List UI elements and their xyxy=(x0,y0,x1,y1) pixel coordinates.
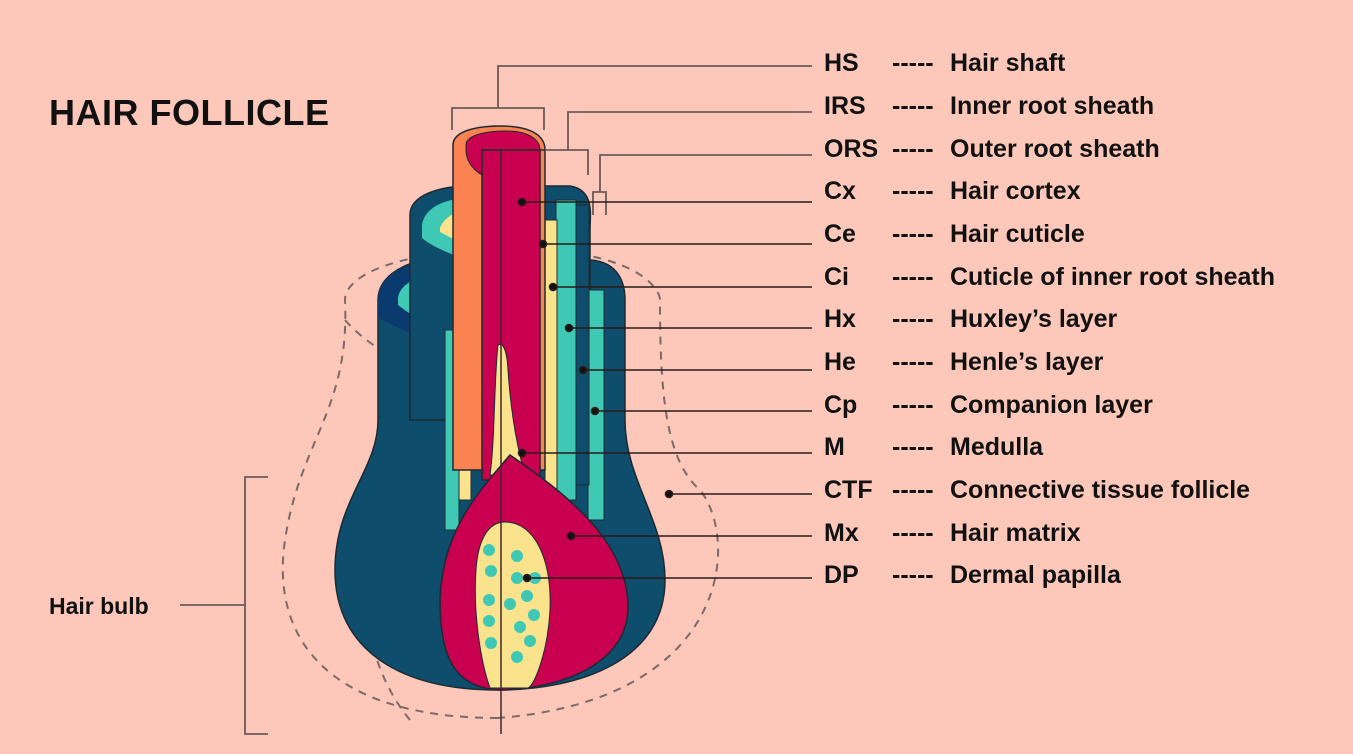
legend-dash: ----- xyxy=(892,348,934,376)
leader-dot-dp xyxy=(522,573,532,583)
legend-abbr: Ci xyxy=(824,263,849,291)
legend-abbr: He xyxy=(824,348,856,376)
hair-shaft-top-cortex xyxy=(465,130,541,176)
legend-abbr: HS xyxy=(824,49,859,77)
legend-dash: ----- xyxy=(892,177,934,205)
legend-abbr: M xyxy=(824,433,845,461)
hair-bulb-bracket xyxy=(180,476,268,735)
diagram-title: HAIR FOLLICLE xyxy=(49,92,330,133)
legend-dash: ----- xyxy=(892,135,934,163)
legend-abbr: DP xyxy=(824,561,859,589)
legend-dash: ----- xyxy=(892,391,934,419)
papilla-cell xyxy=(504,598,516,610)
papilla-cell xyxy=(485,637,497,649)
legend-name: Huxley’s layer xyxy=(950,305,1118,333)
ctf-dashed-outline xyxy=(281,248,720,720)
legend-abbr: ORS xyxy=(824,135,879,163)
papilla-cell xyxy=(511,572,523,584)
papilla-cell xyxy=(483,544,495,556)
legend-abbr: Cp xyxy=(824,391,858,419)
legend-name: Inner root sheath xyxy=(950,92,1155,120)
legend-dash: ----- xyxy=(892,220,934,248)
legend-dash: ----- xyxy=(892,561,934,589)
legend-abbr: CTF xyxy=(824,476,873,504)
legend-dash: ----- xyxy=(892,305,934,333)
legend-name: Henle’s layer xyxy=(950,348,1104,376)
legend-name: Dermal papilla xyxy=(950,561,1121,589)
ors-bracket xyxy=(592,154,812,215)
legend-name: Hair cuticle xyxy=(950,220,1085,248)
papilla-cell xyxy=(511,550,523,562)
papilla-cell xyxy=(483,615,495,627)
legend-name: Outer root sheath xyxy=(950,135,1160,163)
legend-abbr: Mx xyxy=(824,519,859,547)
huxley-layer-right xyxy=(555,199,577,501)
leader-dot-ctf xyxy=(664,489,674,499)
legend-dash: ----- xyxy=(892,49,934,77)
leader-dot-cx xyxy=(517,197,527,207)
leader-dot-ci xyxy=(548,282,558,292)
legend-dash: ----- xyxy=(892,433,934,461)
companion-layer xyxy=(587,289,605,521)
leader-dot-cp xyxy=(590,406,600,416)
legend-dash: ----- xyxy=(892,92,934,120)
legend-abbr: Cx xyxy=(824,177,856,205)
legend-name: Cuticle of inner root sheath xyxy=(950,263,1276,291)
leader-dot-m xyxy=(517,448,527,458)
irs-bracket xyxy=(545,111,812,175)
legend-abbr: IRS xyxy=(824,92,866,120)
legend-name: Hair matrix xyxy=(950,519,1081,547)
legend-dash: ----- xyxy=(892,263,934,291)
legend-dash: ----- xyxy=(892,476,934,504)
leader-dot-mx xyxy=(566,531,576,541)
legend-abbr: Ce xyxy=(824,220,856,248)
legend-name: Connective tissue follicle xyxy=(950,476,1251,504)
papilla-cell xyxy=(514,621,526,633)
legend-name: Hair shaft xyxy=(950,49,1066,77)
leader-dot-ce xyxy=(538,239,548,249)
legend-abbr: Hx xyxy=(824,305,856,333)
papilla-cell xyxy=(485,565,497,577)
leader-dot-hx xyxy=(564,323,574,333)
henle-layer-right xyxy=(574,204,590,486)
hs-bracket xyxy=(451,65,812,130)
hair-bulb-label: Hair bulb xyxy=(49,593,149,619)
papilla-cell xyxy=(524,635,536,647)
papilla-cell xyxy=(511,651,523,663)
legend-dash: ----- xyxy=(892,519,934,547)
legend-name: Hair cortex xyxy=(950,177,1081,205)
papilla-cell xyxy=(483,594,495,606)
leader-dot-he xyxy=(578,365,588,375)
irs-cuticle-right xyxy=(544,219,558,501)
legend-name: Companion layer xyxy=(950,391,1153,419)
leader-lines xyxy=(517,197,812,583)
papilla-cell xyxy=(528,609,540,621)
papilla-cell xyxy=(521,590,533,602)
medulla xyxy=(489,343,526,476)
legend-name: Medulla xyxy=(950,433,1044,461)
label-brackets xyxy=(180,65,812,735)
